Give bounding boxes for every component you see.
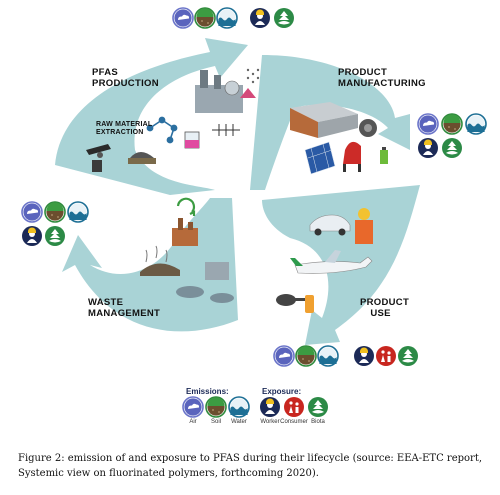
pfas-molecule-grid-icon <box>246 68 260 84</box>
water-emission-icon <box>216 7 238 29</box>
legend-soil-label: Soil <box>210 419 221 425</box>
oil-pump-icon <box>86 144 111 172</box>
stage-label-manufacturing: PRODUCT MANUFACTURING <box>338 67 426 89</box>
factory-production-icon <box>195 70 256 113</box>
biota-exposure-icon <box>442 138 462 158</box>
production-emission-icons <box>172 7 294 29</box>
chair-icon <box>343 141 361 172</box>
beaker-icon <box>184 131 200 149</box>
coal-pile-icon <box>128 152 156 164</box>
stage-label-production: PFAS PRODUCTION <box>92 67 159 89</box>
battery-icon <box>380 147 388 164</box>
legend-water-label: Water <box>231 419 247 425</box>
legend-emissions-title: Emissions: <box>186 387 229 396</box>
caption-line-2: Systemic view on fluorinated polymers, f… <box>18 467 319 479</box>
soil-emission-icon <box>441 113 463 135</box>
soil-emission-icon <box>295 345 317 367</box>
landfill-icon <box>140 245 180 276</box>
factory-manufacturing-icon <box>290 102 358 138</box>
soil-emission-icon <box>194 7 216 29</box>
air-emission-icon <box>172 7 194 29</box>
air-emission-icon <box>417 113 439 135</box>
frying-pan-icon <box>276 294 305 306</box>
water-emission-icon <box>317 345 339 367</box>
solar-panel-icon <box>304 141 336 175</box>
legend-consumer-icon <box>284 397 304 417</box>
molecule-icon <box>146 116 178 144</box>
use-emission-icons <box>273 345 418 367</box>
sunscreen-icon <box>305 295 314 313</box>
legend-consumer-label: Consumer <box>280 419 308 425</box>
soil-emission-icon <box>44 201 66 223</box>
biota-exposure-icon <box>274 8 294 28</box>
water-emission-icon <box>67 201 89 223</box>
legend-biota-icon <box>308 397 328 417</box>
legend-worker-icon <box>260 397 280 417</box>
cable-spool-icon <box>359 119 377 137</box>
legend-icons <box>182 396 328 418</box>
biota-exposure-icon <box>45 226 65 246</box>
stage-label-raw-material: RAW MATERIAL EXTRACTION <box>96 121 153 137</box>
figure-caption: Figure 2: emission of and exposure to PF… <box>18 452 488 481</box>
worker-exposure-icon <box>418 138 438 158</box>
worker-exposure-icon <box>250 8 270 28</box>
fluoropolymer-icon <box>212 124 240 136</box>
legend-biota-label: Biota <box>311 419 325 425</box>
air-emission-icon <box>273 345 295 367</box>
arrow-production <box>55 38 248 195</box>
legend-exposure-title: Exposure: <box>262 387 302 396</box>
manufacturing-emission-icons <box>417 113 487 158</box>
caption-line-1: Figure 2: emission of and exposure to PF… <box>18 453 483 464</box>
arrow-manufacturing <box>250 55 410 190</box>
worker-exposure-icon <box>354 346 374 366</box>
water-emission-icon <box>465 113 487 135</box>
airplane-icon <box>290 250 373 274</box>
legend-water-icon <box>228 396 250 418</box>
legend-air-label: Air <box>189 419 197 425</box>
incinerator-icon <box>172 218 198 246</box>
treatment-plant-icon <box>176 262 234 303</box>
legend-soil-icon <box>205 396 227 418</box>
stage-label-waste: WASTE MANAGEMENT <box>88 297 161 319</box>
air-emission-icon <box>21 201 43 223</box>
legend-worker-label: Worker <box>260 419 280 425</box>
biota-exposure-icon <box>398 346 418 366</box>
legend-air-icon <box>182 396 204 418</box>
recycle-icon <box>176 197 196 216</box>
firefighter-icon <box>355 208 373 244</box>
stage-label-use: PRODUCT USE <box>360 297 410 319</box>
car-icon <box>309 214 351 236</box>
consumer-exposure-icon <box>376 346 396 366</box>
worker-exposure-icon <box>22 226 42 246</box>
